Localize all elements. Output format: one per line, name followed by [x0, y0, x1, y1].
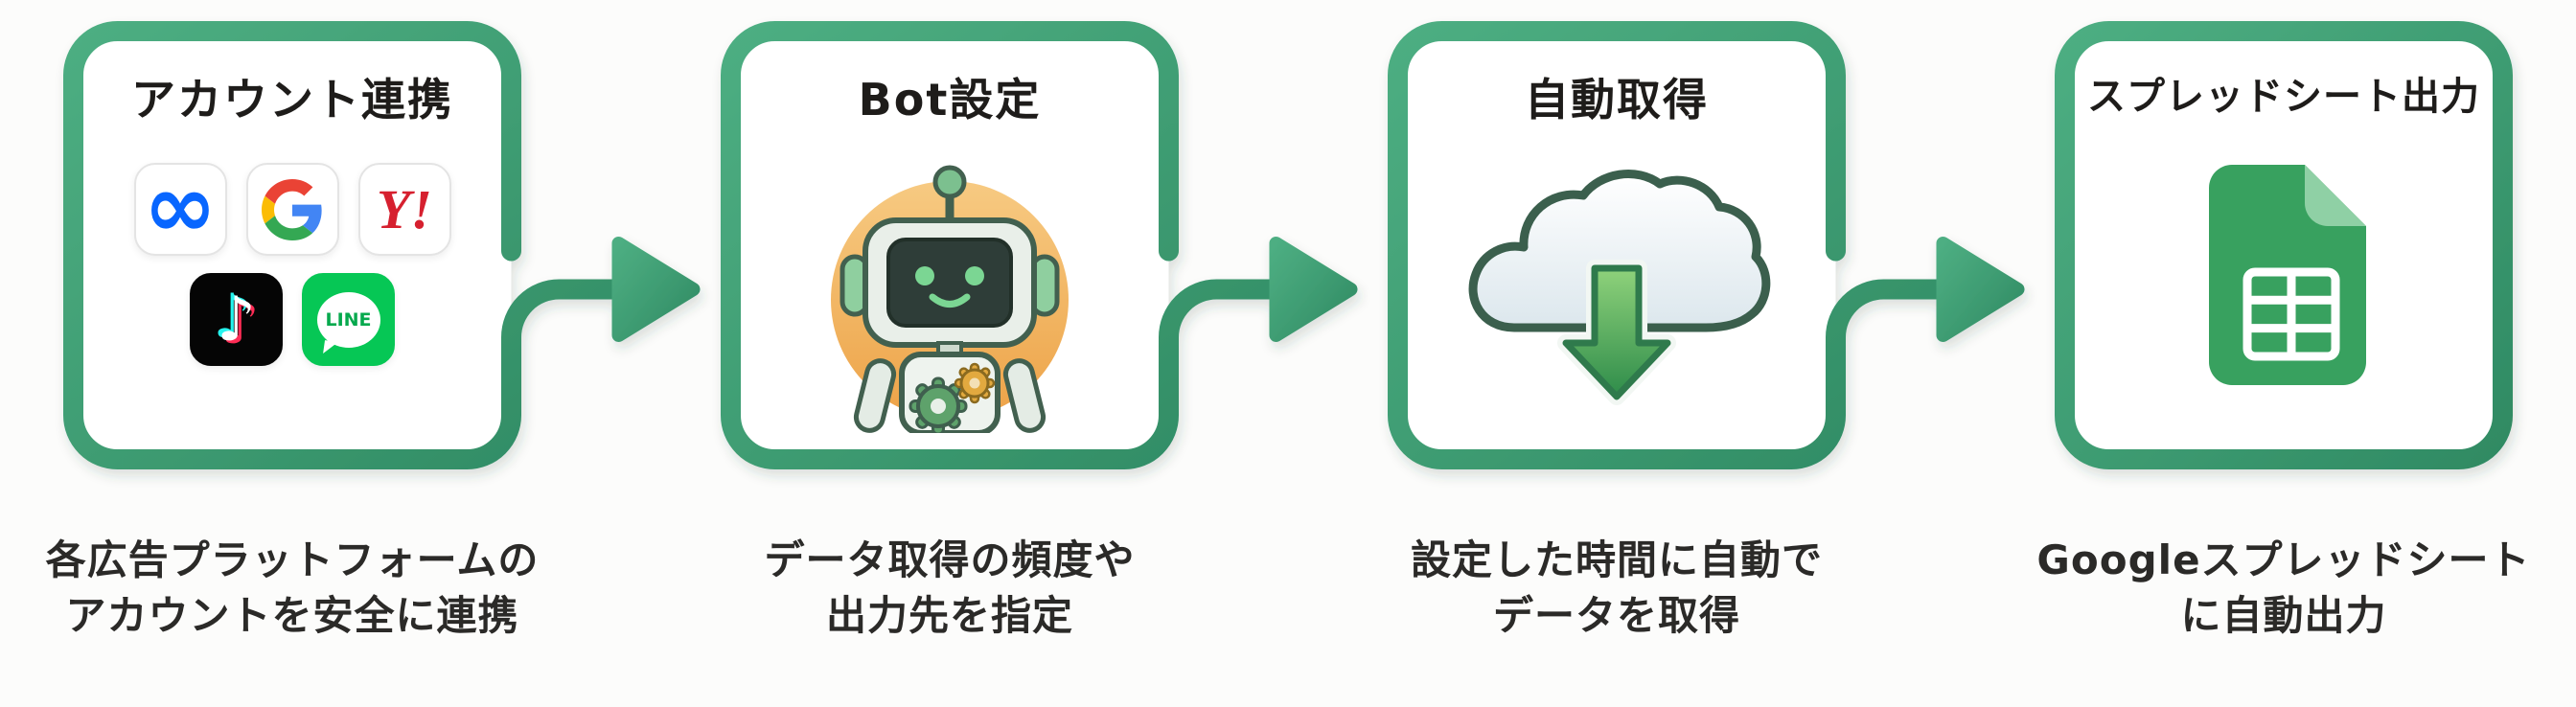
platform-tiles: ∞ Y! ♪: [63, 162, 521, 366]
line-wordmark: LINE: [325, 308, 372, 331]
meta-icon: ∞: [133, 162, 227, 256]
gear-icon: [954, 362, 996, 404]
arrow-right-icon: [1936, 237, 2025, 342]
cloud-download-icon: [1388, 155, 1846, 416]
gear-icon: [908, 376, 968, 433]
step-card-bot-config: Bot設定: [721, 21, 1179, 469]
google-icon: [245, 163, 339, 256]
step-caption: 各広告プラットフォームの アカウントを安全に連携: [45, 536, 540, 639]
google-sheets-illustration: [2209, 165, 2366, 385]
step-card-account-link: アカウント連携 ∞ Y!: [63, 21, 521, 469]
step-caption: Googleスプレッドシート に自動出力: [2036, 536, 2531, 639]
tiktok-icon: ♪: [190, 273, 283, 366]
card-frame: [1388, 21, 1959, 469]
arrow-right-icon: [1269, 237, 1358, 342]
yahoo-japan-icon: Y!: [357, 163, 451, 256]
line-icon: LINE: [302, 273, 395, 366]
robot-icon: [721, 134, 1179, 433]
step-card-spreadsheet-output: スプレッドシート出力: [2055, 21, 2513, 469]
step-title: 自動取得: [1525, 74, 1709, 125]
step-title: アカウント連携: [131, 74, 453, 125]
google-g-logo: [262, 178, 322, 240]
tiktok-note-glyph: ♪: [217, 284, 256, 355]
cloud-download-illustration: [1468, 170, 1771, 405]
line-speech-bubble: LINE: [316, 291, 380, 348]
google-sheets-icon: [2055, 155, 2513, 395]
arrow-right-icon: [611, 237, 701, 342]
card-frame: [63, 21, 634, 469]
step-caption: 設定した時間に自動で データを取得: [1410, 536, 1823, 639]
step-title: スプレッドシート出力: [2087, 75, 2480, 119]
step-caption: データ取得の頻度や 出力先を指定: [764, 536, 1136, 639]
robot-illustration: [831, 165, 1069, 433]
card-frame: [2055, 21, 2513, 469]
step-card-auto-fetch: 自動取得: [1388, 21, 1846, 469]
yahoo-glyph: Y!: [377, 178, 432, 240]
card-frame: [721, 21, 1292, 469]
step-title: Bot設定: [858, 74, 1042, 125]
